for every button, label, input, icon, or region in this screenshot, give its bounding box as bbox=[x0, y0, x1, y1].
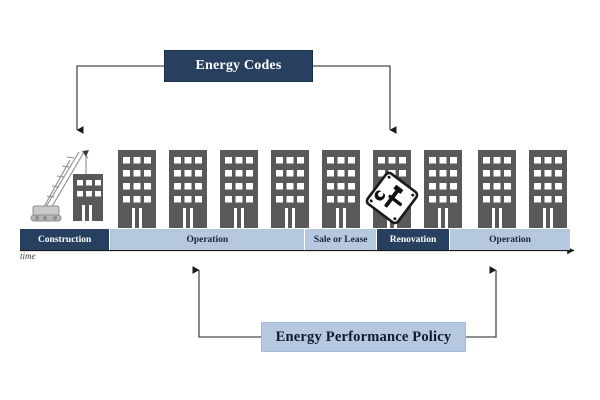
energy-codes-box[interactable]: Energy Codes bbox=[164, 50, 313, 82]
office-building-icon bbox=[220, 150, 258, 228]
segment-label: Operation bbox=[186, 234, 229, 245]
segment-label: Construction bbox=[37, 234, 92, 245]
energy-codes-label: Energy Codes bbox=[195, 58, 282, 73]
energy-performance-policy-box[interactable]: Energy Performance Policy bbox=[261, 322, 466, 352]
timeline-segment-operation-1[interactable]: Operation bbox=[110, 229, 306, 250]
office-building-icon bbox=[271, 150, 309, 228]
timeline-segment-sale-or-lease[interactable]: Sale or Lease bbox=[305, 229, 377, 250]
office-building-icon bbox=[118, 150, 156, 228]
crane-base-icon bbox=[30, 205, 62, 222]
building-lifecycle-timeline: Construction Operation Sale or Lease Ren… bbox=[20, 229, 570, 250]
construction-crane-icon bbox=[39, 150, 89, 216]
building-under-construction-icon bbox=[73, 174, 103, 221]
segment-label: Operation bbox=[489, 234, 531, 245]
hammer-wrench-sign-icon bbox=[365, 171, 419, 225]
time-axis-label: time bbox=[20, 251, 36, 261]
connector-energy-performance-right bbox=[466, 266, 497, 338]
office-building-icon bbox=[322, 150, 360, 228]
connector-energy-codes-right bbox=[313, 65, 397, 134]
timeline-segment-renovation[interactable]: Renovation bbox=[376, 229, 451, 250]
connector-energy-performance-left bbox=[192, 266, 261, 338]
energy-performance-policy-label: Energy Performance Policy bbox=[275, 328, 452, 345]
office-building-icon bbox=[478, 150, 516, 228]
office-building-icon bbox=[169, 150, 207, 228]
segment-label: Sale or Lease bbox=[313, 234, 368, 245]
connector-energy-codes-left bbox=[76, 65, 164, 134]
timeline-segment-operation-2[interactable]: Operation bbox=[450, 229, 570, 250]
office-building-icon bbox=[529, 150, 567, 228]
timeline-segment-construction[interactable]: Construction bbox=[20, 229, 111, 250]
office-building-icon bbox=[424, 150, 462, 228]
segment-label: Renovation bbox=[389, 234, 437, 245]
